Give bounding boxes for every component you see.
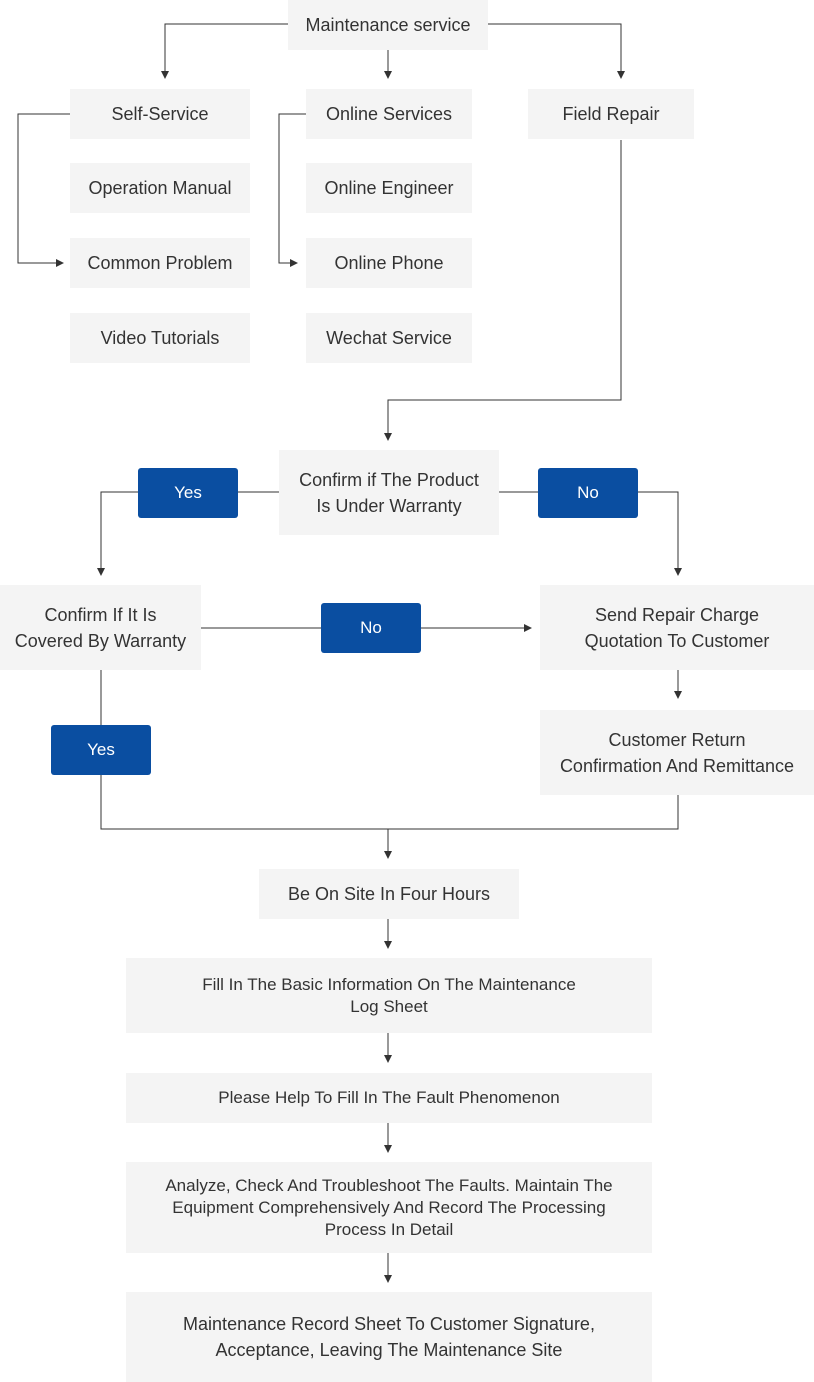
node-operation-manual: Operation Manual — [70, 163, 250, 213]
label-no-mid: No — [321, 603, 421, 653]
node-record-sheet: Maintenance Record Sheet To Customer Sig… — [126, 1292, 652, 1382]
node-video-tutorials: Video Tutorials — [70, 313, 250, 363]
connector-online-services — [278, 113, 306, 267]
node-online-services: Online Services — [306, 89, 472, 139]
node-wechat-service: Wechat Service — [306, 313, 472, 363]
connector-top-right — [488, 23, 625, 79]
node-maintenance-service: Maintenance service — [288, 0, 488, 50]
node-online-phone: Online Phone — [306, 238, 472, 288]
node-common-problem: Common Problem — [70, 238, 250, 288]
node-field-repair: Field Repair — [528, 89, 694, 139]
label-yes-top: Yes — [138, 468, 238, 518]
node-self-service: Self-Service — [70, 89, 250, 139]
connector-self-service — [17, 113, 70, 267]
node-fill-basic-info: Fill In The Basic Information On The Mai… — [126, 958, 652, 1033]
connector-top-left — [161, 23, 288, 79]
node-send-quotation: Send Repair Charge Quotation To Customer — [540, 585, 814, 670]
node-analyze: Analyze, Check And Troubleshoot The Faul… — [126, 1162, 652, 1253]
connector-field-repair — [384, 140, 622, 441]
node-confirm-product-warranty: Confirm if The Product Is Under Warranty — [279, 450, 499, 535]
label-no-top: No — [538, 468, 638, 518]
label-yes-left: Yes — [51, 725, 151, 775]
node-confirm-covered: Confirm If It Is Covered By Warranty — [0, 585, 201, 670]
node-on-site: Be On Site In Four Hours — [259, 869, 519, 919]
node-online-engineer: Online Engineer — [306, 163, 472, 213]
node-customer-return: Customer Return Confirmation And Remitta… — [540, 710, 814, 795]
node-fill-fault: Please Help To Fill In The Fault Phenome… — [126, 1073, 652, 1123]
